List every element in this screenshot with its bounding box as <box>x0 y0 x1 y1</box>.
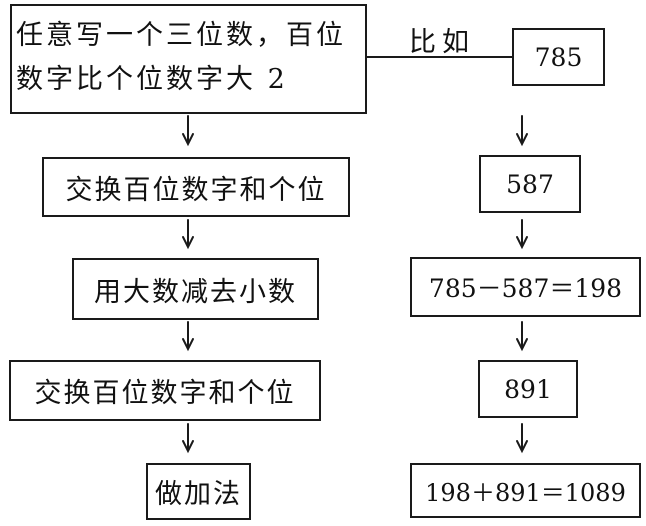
example-swapped-result: 891 <box>478 360 578 418</box>
down-arrow-icon <box>182 219 194 250</box>
example-swapped: 587 <box>479 155 581 213</box>
down-arrow-icon <box>516 423 528 454</box>
down-arrow-icon <box>182 115 194 147</box>
example-addition: 198＋891＝1089 <box>410 463 641 518</box>
down-arrow-icon <box>516 219 528 250</box>
step-swap-digits: 交换百位数字和个位 <box>42 157 350 217</box>
connector-label: 比如 <box>409 27 475 58</box>
step-write-number-line-2: 数字比个位数字大 2 <box>16 64 288 95</box>
down-arrow-icon <box>182 321 194 352</box>
step-add: 做加法 <box>146 463 251 520</box>
down-arrow-icon <box>516 115 528 147</box>
example-number: 785 <box>512 28 605 86</box>
step-subtract: 用大数减去小数 <box>72 258 319 320</box>
down-arrow-icon <box>516 321 528 352</box>
step-write-number: 任意写一个三位数，百位 数字比个位数字大 2 <box>10 4 367 114</box>
step-write-number-line-1: 任意写一个三位数，百位 <box>16 20 346 51</box>
step-swap-digits-again: 交换百位数字和个位 <box>9 360 321 421</box>
down-arrow-icon <box>182 423 194 454</box>
example-subtraction: 785－587＝198 <box>410 257 641 317</box>
